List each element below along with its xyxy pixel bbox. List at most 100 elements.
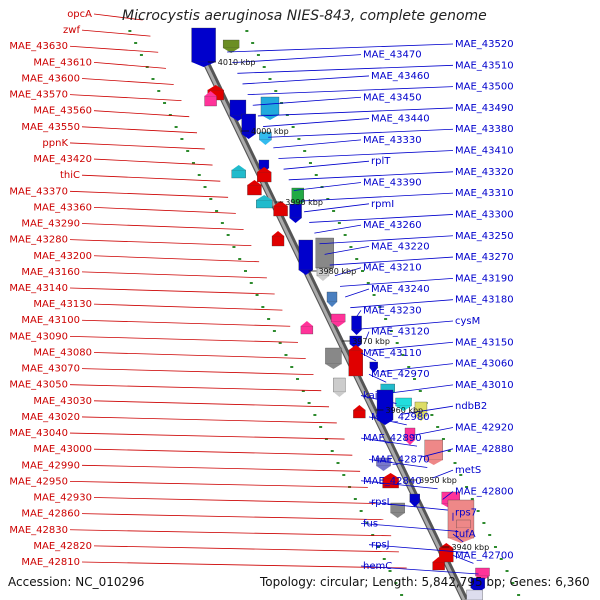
gene-feature xyxy=(456,519,471,529)
gene-feature xyxy=(351,315,362,331)
leader-line xyxy=(304,203,370,213)
gene-label-left: ppnK xyxy=(42,138,68,149)
leader-line xyxy=(360,437,418,447)
gc-tick xyxy=(401,354,405,356)
gc-tick xyxy=(134,42,138,44)
gc-tick xyxy=(203,186,207,188)
leader-line xyxy=(81,29,151,37)
genome-backbone xyxy=(196,48,469,600)
gc-tick xyxy=(290,366,294,368)
gene-feature xyxy=(330,313,346,323)
gene-label-left: MAE_42810 xyxy=(21,557,80,568)
gene-feature-arrowhead xyxy=(331,322,346,327)
gene-label-right: MAE_42970 xyxy=(371,369,430,380)
gene-feature xyxy=(273,205,288,217)
gc-tick xyxy=(413,378,417,380)
leader-line xyxy=(401,405,454,415)
gene-feature xyxy=(348,349,363,377)
gene-feature xyxy=(325,347,342,365)
gc-tick xyxy=(296,378,300,380)
gene-label-left: MAE_42830 xyxy=(9,525,68,536)
gc-tick xyxy=(291,126,295,128)
gene-feature xyxy=(258,159,270,169)
gene-label-right: cysM xyxy=(455,316,480,327)
gene-feature-arrowhead xyxy=(256,195,273,200)
gene-feature-arrowhead xyxy=(273,201,288,206)
gc-tick xyxy=(180,138,184,140)
gene-label-right: MAE_43450 xyxy=(363,92,422,103)
leader-line xyxy=(360,352,377,362)
gc-tick xyxy=(459,474,463,476)
gc-tick xyxy=(128,30,132,32)
gene-label-left: MAE_43290 xyxy=(21,219,80,230)
leader-line xyxy=(93,497,376,504)
leader-line xyxy=(365,331,370,340)
gene-label-right: MAE_43320 xyxy=(455,167,514,178)
gene-feature-arrowhead xyxy=(376,466,391,471)
gene-feature xyxy=(466,589,483,600)
gene-feature xyxy=(298,239,313,271)
gc-tick xyxy=(267,318,271,320)
gene-label-left: MAE_43100 xyxy=(21,315,80,326)
gc-tick xyxy=(332,210,336,212)
gc-tick xyxy=(365,522,369,524)
gene-feature-arrowhead xyxy=(257,167,272,172)
gene-feature-arrowhead xyxy=(247,180,262,185)
gene-feature xyxy=(256,199,273,209)
gene-label-right: MAE_43060 xyxy=(455,359,514,370)
gc-tick xyxy=(168,114,172,116)
gene-label-right: MAE_43250 xyxy=(455,231,514,242)
gc-tick xyxy=(418,390,422,392)
label-leader-lines xyxy=(69,13,479,575)
gc-tick xyxy=(493,546,497,548)
gene-label-right: MAE_43310 xyxy=(455,188,514,199)
gene-label-right: MAE_43120 xyxy=(371,327,430,338)
gc-tick xyxy=(499,558,503,560)
gene-label-left: MAE_43070 xyxy=(21,364,80,375)
leader-line xyxy=(370,341,454,351)
gene-feature-arrowhead xyxy=(260,115,279,120)
leader-line xyxy=(432,469,454,479)
gc-tick xyxy=(384,318,388,320)
gene-label-left: opcA xyxy=(67,9,92,20)
leader-line xyxy=(360,320,454,330)
gc-tick xyxy=(262,66,266,68)
leader-line xyxy=(81,174,221,182)
leader-line xyxy=(69,384,322,392)
gene-label-right: MAE_42840 xyxy=(363,476,422,487)
gene-feature-arrowhead xyxy=(353,405,366,410)
leader-line xyxy=(452,554,474,564)
gene-label-right: MAE_43330 xyxy=(363,135,422,146)
backbone-line xyxy=(197,49,466,600)
gene-label-right: MAE_42800 xyxy=(455,486,514,497)
gc-tick xyxy=(255,294,259,296)
leader-line xyxy=(368,544,469,554)
gene-label-right: hemC xyxy=(363,561,392,572)
leader-line xyxy=(93,13,143,21)
leader-line xyxy=(93,303,283,311)
gene-feature-arrowhead xyxy=(231,165,246,170)
gc-tick xyxy=(314,174,318,176)
gc-tick xyxy=(238,258,242,260)
kbp-marker-label: 3960 kbp xyxy=(385,406,423,415)
gc-tick xyxy=(407,366,411,368)
gene-feature xyxy=(229,99,247,117)
kbp-marker-label: 3950 kbp xyxy=(419,476,457,485)
leader-line xyxy=(360,522,459,532)
leader-line xyxy=(69,239,252,247)
leader-line xyxy=(288,171,454,181)
gc-tick xyxy=(355,258,359,260)
gene-label-right: MAE_43520 xyxy=(455,39,514,50)
gene-feature-arrowhead xyxy=(382,473,399,478)
leader-line xyxy=(283,160,370,170)
gene-label-left: MAE_43020 xyxy=(21,412,80,423)
gene-label-right: rpsJ xyxy=(371,540,390,551)
gene-feature-arrowhead xyxy=(259,140,272,145)
gc-tick xyxy=(488,534,492,536)
leader-line xyxy=(309,214,454,223)
gc-tick xyxy=(191,162,195,164)
gc-tick xyxy=(517,594,521,596)
gene-label-right: metS xyxy=(455,465,481,476)
gc-tick xyxy=(430,414,434,416)
gene-feature-arrowhead xyxy=(316,276,329,281)
